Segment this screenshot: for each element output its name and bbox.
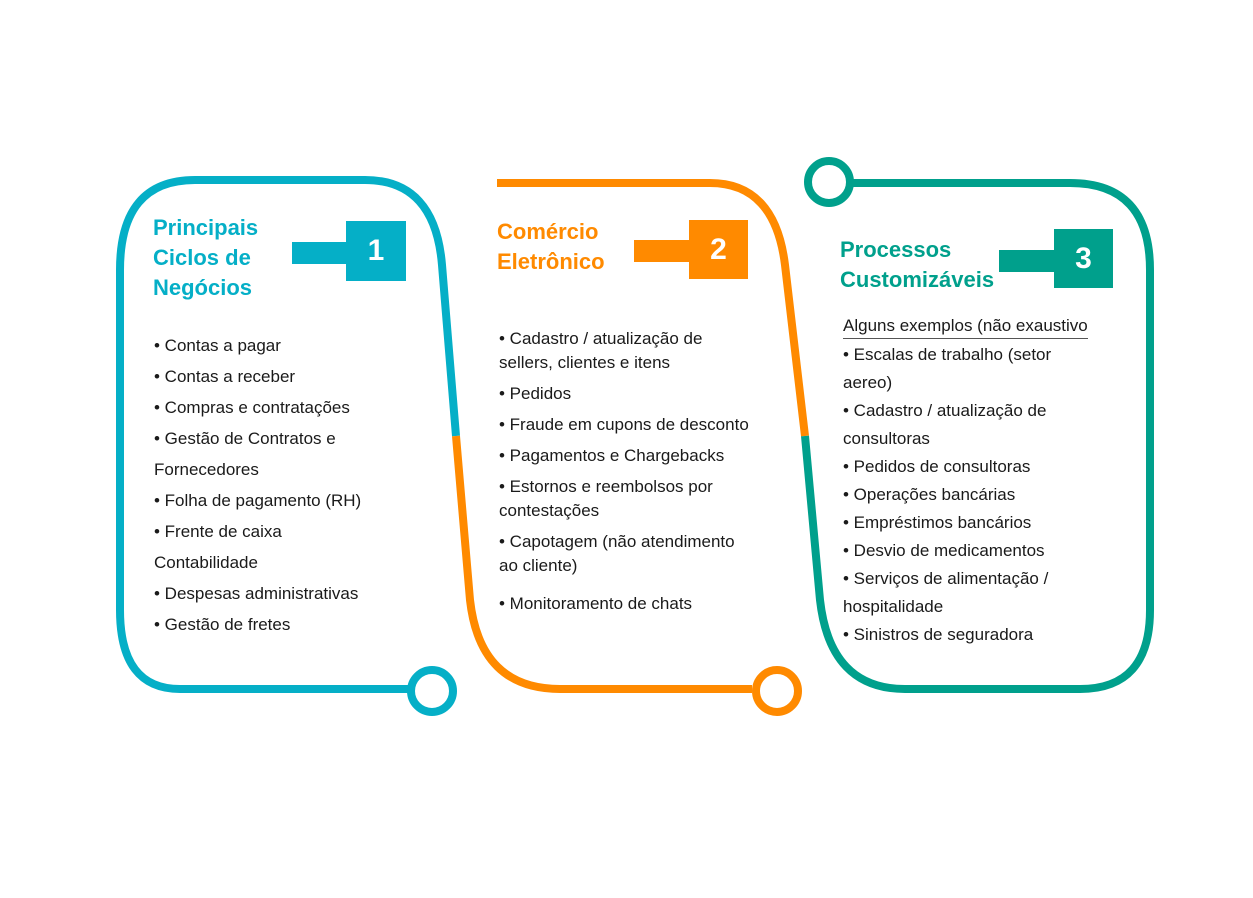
stage3-number-connector: [999, 250, 1059, 272]
list-item: • Cadastro / atualização de sellers, cli…: [499, 329, 703, 372]
list-item: • Contas a receber: [154, 367, 296, 386]
stage2-item-list: • Cadastro / atualização de sellers, cli…: [499, 327, 789, 616]
list-item: • Estornos e reembolsos por contestações: [499, 477, 713, 520]
list-item: • Capotagem (não atendimento ao cliente): [499, 532, 735, 575]
stage1-title: Principais Ciclos de Negócios: [153, 215, 259, 300]
stage1-number-badge: 1: [346, 221, 406, 281]
list-item: • Sinistros de seguradora: [843, 625, 1034, 644]
list-item: • Contas a pagar: [154, 336, 281, 355]
list-item: • Empréstimos bancários: [843, 513, 1032, 532]
stage2-end-node: [752, 666, 802, 716]
stage3-connector-path: [801, 179, 1154, 693]
list-item: • Pagamentos e Chargebacks: [499, 446, 725, 465]
list-item: • Desvio de medicamentos: [843, 541, 1045, 560]
stage1-number-connector: [292, 242, 352, 264]
list-item: • Gestão de Contratos e Fornecedores: [154, 429, 336, 479]
stage2-connector-path: [452, 435, 752, 693]
stage2-top-connector-path: [497, 179, 809, 437]
stage1-connector-path: [116, 176, 460, 693]
stage3-subtitle: Alguns exemplos (não exaustivo: [843, 314, 1088, 339]
list-item: • Cadastro / atualização de consultoras: [843, 401, 1047, 448]
list-item: • Monitoramento de chats: [499, 594, 693, 613]
stage3-number-badge: 3: [1054, 229, 1113, 288]
list-item: • Operações bancárias: [843, 485, 1016, 504]
stage2-title: Comércio Eletrônico: [497, 219, 605, 274]
list-item: • Despesas administrativas: [154, 584, 359, 603]
list-item: • Folha de pagamento (RH): [154, 491, 362, 510]
stage3-item-list: • Escalas de trabalho (setor aereo) • Ca…: [843, 341, 1133, 649]
list-item: • Serviços de alimentação / hospitalidad…: [843, 569, 1049, 616]
list-item: • Compras e contratações: [154, 398, 350, 417]
stage1-item-list: • Contas a pagar • Contas a receber • Co…: [154, 330, 434, 640]
list-item: • Pedidos de consultoras: [843, 457, 1031, 476]
stage1-end-node: [407, 666, 457, 716]
list-item: • Fraude em cupons de desconto: [499, 415, 749, 434]
list-item: • Pedidos: [499, 384, 572, 403]
stage3-start-node: [804, 157, 854, 207]
list-item: • Escalas de trabalho (setor aereo): [843, 345, 1052, 392]
stage2-number-connector: [634, 240, 696, 262]
list-item: • Gestão de fretes: [154, 615, 291, 634]
stage3-title: Processos Customizáveis: [840, 237, 995, 292]
list-item: • Frente de caixa Contabilidade: [154, 522, 282, 572]
stage2-number-badge: 2: [689, 220, 748, 279]
